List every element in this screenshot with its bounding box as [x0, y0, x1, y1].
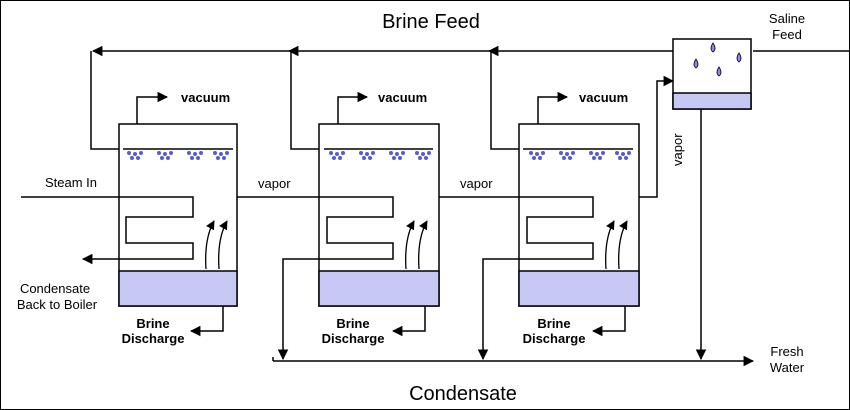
stage-1-brine-label-line1: Brine: [136, 316, 169, 331]
feed-drops-icon: [693, 42, 742, 77]
steam-in-label: Steam In: [45, 175, 97, 190]
vapor-label-2: vapor: [460, 176, 493, 191]
stage-2: [237, 91, 440, 361]
saline-feed-label-line2: Feed: [772, 27, 802, 42]
feed-tank-brine: [672, 92, 752, 110]
condensate-back-label-line1: Condensate: [20, 281, 90, 296]
stage-1-brine-label-line2: Discharge: [122, 331, 185, 346]
stage-3-vacuum-label: vacuum: [579, 90, 628, 105]
stage-1-brine-pool: [118, 270, 238, 307]
stage-2-spray-icon: [329, 151, 431, 160]
stage-1-heating-coil: [21, 196, 194, 265]
fresh-water-label-line1: Fresh: [770, 344, 803, 359]
stage-3-spray-icon: [529, 151, 631, 160]
stage-1-vacuum-line: [136, 91, 169, 124]
stage-3-brine-label-line2: Discharge: [523, 331, 586, 346]
stage-2-brine-label-line1: Brine: [336, 316, 369, 331]
brine-feed-title: Brine Feed: [382, 11, 480, 33]
brine-feed-branch-2: [290, 51, 324, 150]
stage-2-brine-label-line2: Discharge: [322, 331, 385, 346]
stage-2-heating-coil: [237, 196, 394, 361]
stage-3-brine-discharge-line: [591, 306, 626, 337]
stage-2-vacuum-line: [337, 91, 369, 124]
stage-3-brine-pool: [518, 270, 640, 307]
stage-1-vacuum-label: vacuum: [181, 90, 230, 105]
stage-3-vacuum-line: [537, 91, 569, 124]
brine-feed-branch-3: [490, 51, 523, 150]
vapor-label-3: vapor: [670, 133, 685, 166]
vapor-label-1: vapor: [258, 176, 291, 191]
stage-1: [21, 91, 238, 337]
feed-tank: [672, 38, 752, 110]
condensate-title: Condensate: [409, 383, 517, 405]
stage-1-spray-icon: [127, 151, 229, 160]
stage-2-brine-discharge-line: [391, 306, 426, 337]
stage-2-vacuum-label: vacuum: [378, 90, 427, 105]
stage-2-brine-pool: [318, 270, 440, 307]
stage-3: [439, 91, 640, 361]
brine-feed-branch-1: [90, 51, 123, 150]
condensate-back-label-line2: Back to Boiler: [17, 297, 98, 312]
stage-3-vapor-line: [639, 75, 675, 198]
stage-1-brine-discharge-line: [189, 306, 224, 337]
stage-3-heating-coil: [439, 196, 594, 361]
fresh-water-label-line2: Water: [770, 360, 805, 375]
stage-3-brine-label-line1: Brine: [537, 316, 570, 331]
saline-feed-label-line1: Saline: [769, 11, 805, 26]
